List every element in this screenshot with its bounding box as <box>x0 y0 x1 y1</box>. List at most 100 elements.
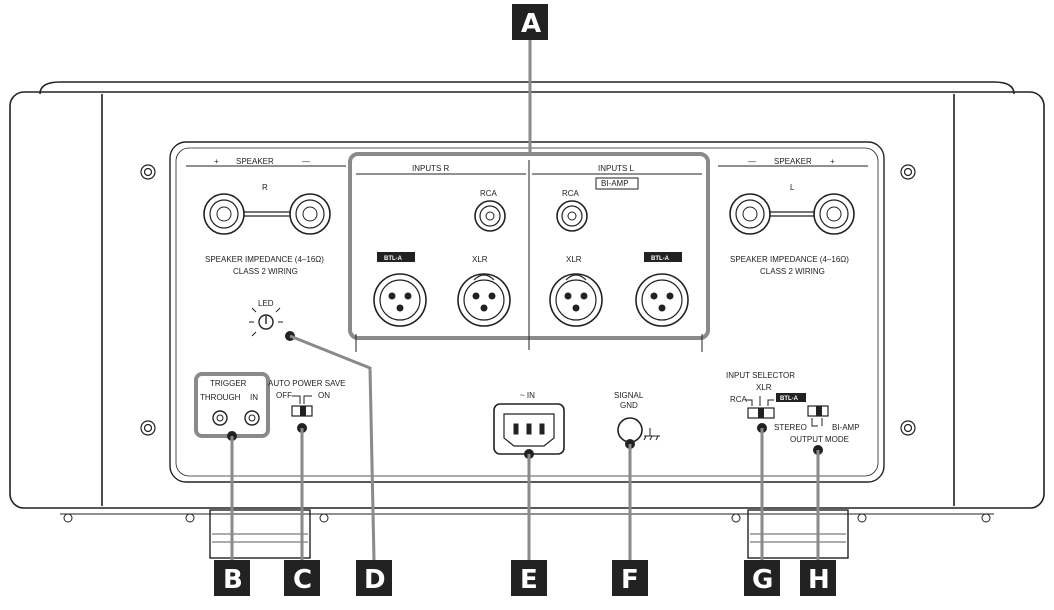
callout-c: C <box>284 560 320 596</box>
speaker-r-wiring: CLASS 2 WIRING <box>233 267 298 276</box>
auto-power-save-on: ON <box>318 391 330 400</box>
trigger-in-jack[interactable] <box>244 410 260 426</box>
speaker-terminal-l-plus[interactable] <box>813 193 855 235</box>
chassis <box>9 81 1045 559</box>
inputs-l-rca-label: RCA <box>562 189 580 198</box>
inputs-r-section: INPUTS R RCA BTL-A XLR <box>373 164 511 327</box>
output-mode-switch[interactable] <box>807 405 829 417</box>
xlr-jack-l[interactable] <box>549 273 603 327</box>
callout-f: F <box>612 560 648 596</box>
input-selector-section: INPUT SELECTOR XLR RCA BTL-A <box>726 371 806 560</box>
callout-e: E <box>511 560 547 596</box>
bottom-screws <box>63 513 991 523</box>
input-selector-title: INPUT SELECTOR <box>726 371 795 380</box>
foot-right <box>747 509 849 559</box>
trigger-title: TRIGGER <box>210 379 247 388</box>
callout-g: G <box>744 560 780 596</box>
callout-h: H <box>800 560 836 596</box>
speaker-l-impedance: SPEAKER IMPEDANCE (4–16Ω) <box>730 255 849 264</box>
btl-a-badge-r-text: BTL-A <box>384 256 403 262</box>
rca-jack-l[interactable] <box>556 200 588 232</box>
btl-a-badge-l <box>644 252 682 262</box>
ac-inlet[interactable] <box>493 403 565 455</box>
svg-text:G: G <box>752 565 773 595</box>
auto-power-save-off: OFF <box>276 391 292 400</box>
signal-gnd-line2: GND <box>620 401 638 410</box>
screw-icon <box>140 164 156 180</box>
inputs-r-header: INPUTS R <box>412 164 450 173</box>
inputs-l-xlr-label: XLR <box>566 255 582 264</box>
foot-left <box>209 509 311 559</box>
speaker-l-header: SPEAKER <box>774 157 812 166</box>
biamp-badge-text: BI-AMP <box>601 179 629 188</box>
inputs-l-header: INPUTS L <box>598 164 635 173</box>
svg-text:B: B <box>223 565 243 595</box>
screw-icon <box>900 420 916 436</box>
auto-power-save-section: AUTO POWER SAVE OFF ON <box>268 379 346 560</box>
rca-jack-r[interactable] <box>474 200 506 232</box>
output-mode-stereo: STEREO <box>774 423 807 432</box>
speaker-terminal-r-plus[interactable] <box>203 193 245 235</box>
trigger-through-label: THROUGH <box>200 393 241 402</box>
output-mode-title: OUTPUT MODE <box>790 435 849 444</box>
speaker-r-impedance: SPEAKER IMPEDANCE (4–16Ω) <box>205 255 324 264</box>
ground-terminal[interactable] <box>617 417 643 443</box>
led-icon <box>249 307 283 337</box>
led-label: LED <box>258 299 274 308</box>
panel-screws <box>140 164 916 436</box>
speaker-l-section: — SPEAKER + L SPEAKER IMPEDANCE (4–16Ω) … <box>718 157 868 276</box>
btl-a-badge-l-text: BTL-A <box>651 256 670 262</box>
signal-gnd-line1: SIGNAL <box>614 391 644 400</box>
inputs-l-section: INPUTS L BI-AMP RCA XLR BTL-A <box>549 164 689 327</box>
led-indicator: LED <box>249 299 376 561</box>
output-mode-section: STEREO BI-AMP OUTPUT MODE <box>774 405 860 560</box>
ac-in-section: ~ IN <box>493 391 565 560</box>
svg-text:E: E <box>520 565 538 595</box>
trigger-in-label: IN <box>250 393 258 402</box>
output-mode-biamp: BI-AMP <box>832 423 860 432</box>
inputs-r-xlr-label: XLR <box>472 255 488 264</box>
trigger-through-jack[interactable] <box>212 410 228 426</box>
speaker-terminal-r-minus[interactable] <box>289 193 331 235</box>
speaker-r-minus: — <box>302 157 310 166</box>
callout-d: D <box>356 560 392 596</box>
speaker-terminal-l-minus[interactable] <box>729 193 771 235</box>
input-selector-btl-badge <box>776 393 806 402</box>
biamp-badge <box>595 177 639 190</box>
speaker-l-wiring: CLASS 2 WIRING <box>760 267 825 276</box>
back-panel-inner <box>175 147 879 477</box>
callout-a: A <box>512 4 548 40</box>
svg-text:D: D <box>364 565 386 595</box>
speaker-l-plus: + <box>830 157 835 166</box>
back-panel <box>169 141 885 483</box>
input-selector-switch[interactable] <box>747 407 775 419</box>
xlr-jack-btl-l[interactable] <box>635 273 689 327</box>
input-selector-rca: RCA <box>730 395 748 404</box>
xlr-jack-btl-r[interactable] <box>373 273 427 327</box>
btl-a-badge-r <box>377 252 415 262</box>
auto-power-save-switch[interactable] <box>291 405 313 417</box>
speaker-l-minus: — <box>748 157 756 166</box>
speaker-r-channel: R <box>262 183 268 192</box>
ground-icon <box>643 428 660 441</box>
auto-power-save-title: AUTO POWER SAVE <box>268 379 346 388</box>
speaker-r-section: + SPEAKER — R SPEAKER IMPEDANCE (4–16Ω) … <box>186 157 346 276</box>
svg-text:F: F <box>621 565 639 595</box>
speaker-l-channel: L <box>790 183 795 192</box>
chassis-top-lid <box>39 81 1015 95</box>
input-selector-btl-text: BTL-A <box>780 396 799 402</box>
callout-b: B <box>214 560 250 596</box>
ac-in-label: ~ IN <box>520 391 535 400</box>
screw-icon <box>900 164 916 180</box>
input-selector-xlr: XLR <box>756 383 772 392</box>
svg-text:A: A <box>521 9 541 39</box>
svg-text:C: C <box>293 565 312 595</box>
xlr-jack-r[interactable] <box>457 273 511 327</box>
svg-text:H: H <box>808 565 830 595</box>
screw-icon <box>140 420 156 436</box>
speaker-r-plus: + <box>214 157 219 166</box>
signal-gnd-section: SIGNAL GND <box>614 391 660 560</box>
speaker-r-header: SPEAKER <box>236 157 274 166</box>
trigger-section: TRIGGER THROUGH IN <box>194 372 270 560</box>
